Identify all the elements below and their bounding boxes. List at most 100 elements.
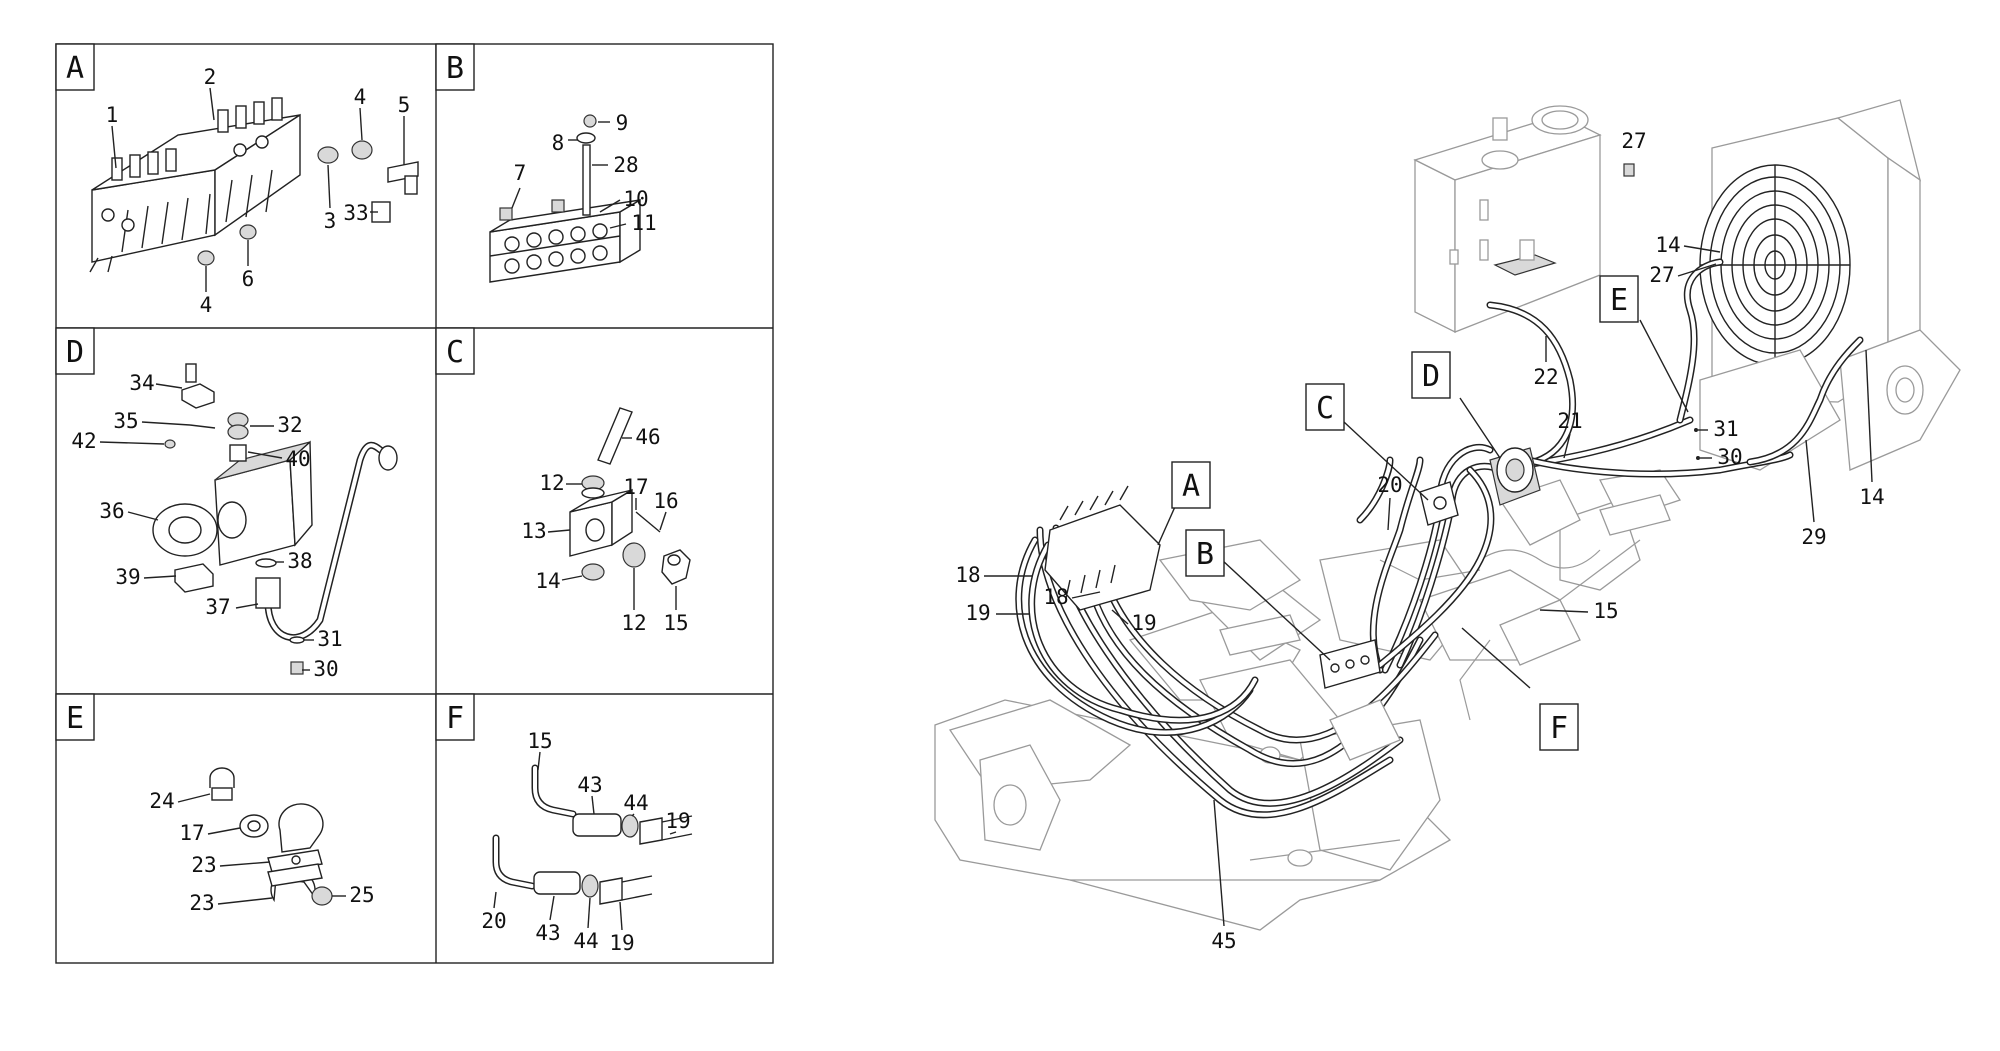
svg-text:19: 19 (665, 809, 690, 833)
main-label-a: A (1157, 461, 1211, 546)
svg-text:F: F (1550, 711, 1568, 746)
svg-text:F: F (446, 701, 464, 736)
panel-label-a: A (55, 43, 95, 91)
clamp-block-drawing (489, 114, 641, 283)
svg-text:17: 17 (179, 821, 204, 845)
svg-text:27: 27 (1621, 129, 1646, 153)
main-label-e: E (1599, 275, 1689, 413)
svg-text:33: 33 (343, 201, 368, 225)
main-label-b: B (1185, 529, 1331, 661)
panel-d-callouts: 34 35 32 42 40 36 38 39 37 31 30 (71, 371, 342, 681)
svg-text:34: 34 (129, 371, 154, 395)
svg-text:15: 15 (1593, 599, 1618, 623)
clamp-set-drawing (209, 767, 333, 906)
svg-text:A: A (1182, 469, 1200, 504)
panel-c-callouts: 46 12 17 16 13 14 12 15 (521, 425, 688, 635)
svg-text:15: 15 (527, 729, 552, 753)
svg-text:39: 39 (115, 565, 140, 589)
svg-text:C: C (446, 335, 464, 370)
main-manifold-drawing (1419, 481, 1459, 526)
svg-text:18: 18 (955, 563, 980, 587)
main-label-f: F (1461, 627, 1579, 751)
svg-text:40: 40 (285, 447, 310, 471)
svg-text:B: B (1196, 537, 1214, 572)
svg-text:44: 44 (573, 929, 598, 953)
svg-text:23: 23 (191, 853, 216, 877)
svg-text:43: 43 (535, 921, 560, 945)
main-label-c: C (1305, 383, 1429, 501)
panel-label-c: C (435, 327, 475, 375)
svg-text:35: 35 (113, 409, 138, 433)
panel-label-e: E (55, 693, 95, 741)
detail-grid (55, 43, 774, 964)
svg-text:19: 19 (609, 931, 634, 955)
hydraulic-tank-drawing (1413, 105, 1602, 334)
main-cylinder-drawing (1329, 494, 1671, 761)
svg-text:31: 31 (317, 627, 342, 651)
panel-f-callouts: 15 43 44 19 20 43 44 19 (481, 729, 690, 955)
svg-text:C: C (1316, 391, 1334, 426)
svg-text:7: 7 (514, 161, 527, 185)
svg-text:12: 12 (621, 611, 646, 635)
svg-text:24: 24 (149, 789, 174, 813)
panel-label-f: F (435, 693, 475, 741)
svg-text:19: 19 (965, 601, 990, 625)
svg-text:4: 4 (354, 85, 367, 109)
svg-text:14: 14 (1655, 233, 1680, 257)
svg-text:12: 12 (539, 471, 564, 495)
svg-text:5: 5 (398, 93, 411, 117)
svg-text:22: 22 (1533, 365, 1558, 389)
svg-text:29: 29 (1801, 525, 1826, 549)
svg-text:13: 13 (521, 519, 546, 543)
svg-text:38: 38 (287, 549, 312, 573)
svg-text:16: 16 (653, 489, 678, 513)
main-label-d: D (1411, 351, 1501, 459)
svg-text:37: 37 (205, 595, 230, 619)
svg-text:20: 20 (481, 909, 506, 933)
svg-text:45: 45 (1211, 929, 1236, 953)
svg-text:27: 27 (1649, 263, 1674, 287)
svg-text:A: A (66, 51, 84, 86)
main-callouts: 27 14 27 22 21 31 30 14 29 20 18 19 18 1… (955, 129, 1884, 953)
svg-text:1: 1 (106, 103, 119, 127)
svg-text:25: 25 (349, 883, 374, 907)
radiator-fan-drawing (1699, 99, 1961, 471)
pump-assembly-drawing (152, 363, 398, 675)
svg-text:E: E (66, 701, 84, 736)
svg-text:36: 36 (99, 499, 124, 523)
panel-b-callouts: 9 8 28 7 10 11 (511, 111, 657, 235)
svg-text:30: 30 (313, 657, 338, 681)
svg-text:46: 46 (635, 425, 660, 449)
panel-label-b: B (435, 43, 475, 91)
manifold-block-drawing (569, 407, 691, 585)
svg-text:3: 3 (324, 209, 337, 233)
main-valve-drawing (1044, 485, 1161, 611)
svg-text:B: B (446, 51, 464, 86)
svg-text:2: 2 (204, 65, 217, 89)
svg-text:32: 32 (277, 413, 302, 437)
chassis-frame-drawing (934, 469, 1682, 931)
panel-a-callouts: 1 2 4 5 3 33 6 4 (106, 65, 411, 317)
main-pump-drawing (1489, 447, 1541, 506)
svg-text:14: 14 (535, 569, 560, 593)
svg-text:14: 14 (1859, 485, 1884, 509)
svg-text:D: D (66, 335, 84, 370)
svg-text:11: 11 (631, 211, 656, 235)
svg-text:9: 9 (616, 111, 629, 135)
svg-text:42: 42 (71, 429, 96, 453)
svg-text:28: 28 (613, 153, 638, 177)
svg-text:23: 23 (189, 891, 214, 915)
svg-text:21: 21 (1557, 409, 1582, 433)
svg-text:19: 19 (1131, 611, 1156, 635)
panel-label-d: D (55, 327, 95, 375)
svg-text:15: 15 (663, 611, 688, 635)
svg-text:18: 18 (1043, 585, 1068, 609)
fitting-set-drawing (492, 764, 693, 905)
svg-text:D: D (1422, 359, 1440, 394)
svg-text:43: 43 (577, 773, 602, 797)
main-hose-routing (1015, 258, 1864, 819)
svg-text:4: 4 (200, 293, 213, 317)
svg-text:44: 44 (623, 791, 648, 815)
svg-text:30: 30 (1717, 445, 1742, 469)
